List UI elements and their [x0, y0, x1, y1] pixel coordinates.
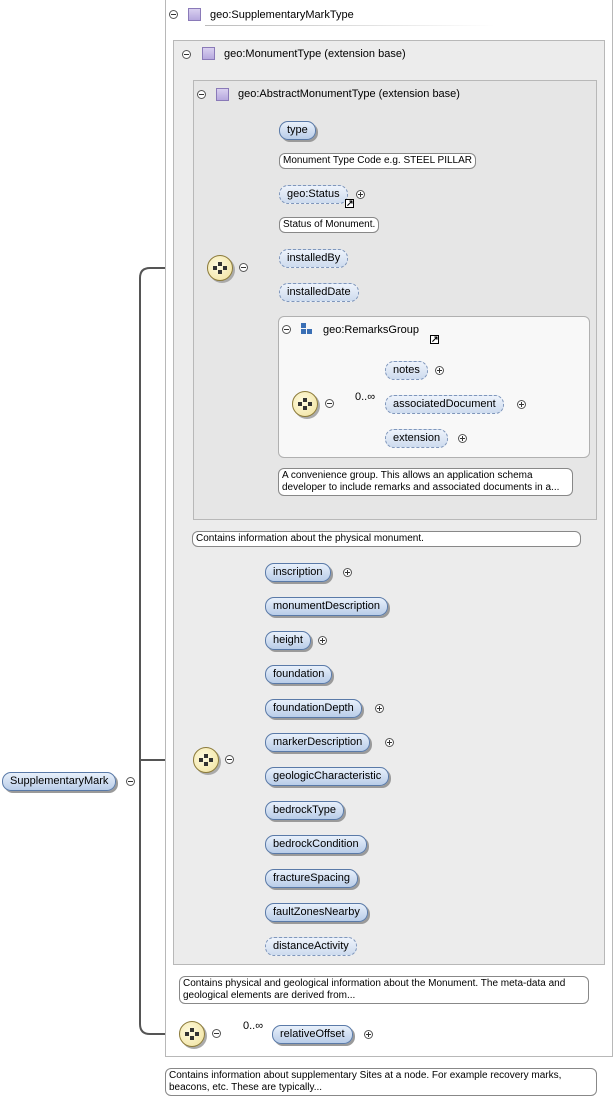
element-geo-status[interactable]: geo:Status [279, 185, 348, 204]
element-fracture-spacing[interactable]: fractureSpacing [265, 869, 359, 888]
collapse-icon[interactable] [197, 90, 206, 99]
supplementary-documentation: Contains information about supplementary… [165, 1068, 597, 1096]
element-monument-description[interactable]: monumentDescription [265, 597, 388, 616]
element-type[interactable]: type [279, 121, 316, 140]
collapse-icon[interactable] [282, 325, 291, 334]
element-associated-document[interactable]: associatedDocument [385, 395, 504, 414]
collapse-icon[interactable] [239, 263, 248, 272]
cardinality-label: 0..∞ [355, 391, 376, 403]
monument-type-documentation: Contains physical and geological informa… [179, 976, 589, 1004]
element-bedrock-condition[interactable]: bedrockCondition [265, 835, 367, 854]
element-foundation[interactable]: foundation [265, 665, 333, 684]
element-inscription[interactable]: inscription [265, 563, 331, 582]
collapse-icon[interactable] [212, 1029, 221, 1038]
link-icon [430, 333, 439, 345]
expand-icon[interactable] [458, 434, 467, 443]
sequence-compositor-icon[interactable] [292, 391, 318, 417]
expand-icon[interactable] [517, 400, 526, 409]
expand-icon[interactable] [343, 568, 352, 577]
collapse-icon[interactable] [126, 777, 135, 786]
divider [205, 25, 495, 26]
element-height[interactable]: height [265, 631, 311, 650]
remarks-group-documentation: A convenience group. This allows an appl… [278, 468, 573, 496]
sequence-compositor-icon[interactable] [193, 747, 219, 773]
element-distance-activity[interactable]: distanceActivity [265, 937, 357, 956]
monument-type-title: geo:MonumentType (extension base) [224, 48, 406, 60]
root-element-supplementary-mark[interactable]: SupplementaryMark [2, 772, 117, 791]
type-square-icon [188, 8, 201, 21]
collapse-icon[interactable] [182, 50, 191, 59]
element-foundation-depth[interactable]: foundationDepth [265, 699, 362, 718]
collapse-icon[interactable] [225, 755, 234, 764]
collapse-icon[interactable] [169, 10, 178, 19]
sequence-compositor-icon[interactable] [207, 255, 233, 281]
remarks-group-title: geo:RemarksGroup [323, 324, 419, 336]
expand-icon[interactable] [364, 1030, 373, 1039]
abstract-monument-type-title: geo:AbstractMonumentType (extension base… [238, 88, 460, 100]
element-marker-description[interactable]: markerDescription [265, 733, 371, 752]
supp-type-title: geo:SupplementaryMarkType [210, 9, 354, 21]
monument-documentation: Contains information about the physical … [192, 531, 581, 547]
element-installed-date[interactable]: installedDate [279, 283, 359, 302]
sequence-compositor-icon[interactable] [179, 1021, 205, 1047]
collapse-icon[interactable] [325, 399, 334, 408]
expand-icon[interactable] [356, 190, 365, 199]
type-square-icon [216, 88, 229, 101]
element-relative-offset[interactable]: relativeOffset [272, 1025, 353, 1044]
group-icon [301, 323, 314, 336]
element-installed-by[interactable]: installedBy [279, 249, 349, 268]
expand-icon[interactable] [385, 738, 394, 747]
type-square-icon [202, 47, 215, 60]
element-fault-zones-nearby[interactable]: faultZonesNearby [265, 903, 368, 922]
link-icon [345, 197, 354, 209]
element-notes[interactable]: notes [385, 361, 428, 380]
status-documentation: Status of Monument. [279, 217, 380, 233]
expand-icon[interactable] [435, 366, 444, 375]
cardinality-label: 0..∞ [243, 1020, 264, 1032]
type-documentation: Monument Type Code e.g. STEEL PILLAR [279, 153, 476, 169]
expand-icon[interactable] [375, 704, 384, 713]
element-geologic-characteristic[interactable]: geologicCharacteristic [265, 767, 390, 786]
element-bedrock-type[interactable]: bedrockType [265, 801, 344, 820]
element-extension[interactable]: extension [385, 429, 449, 448]
expand-icon[interactable] [318, 636, 327, 645]
